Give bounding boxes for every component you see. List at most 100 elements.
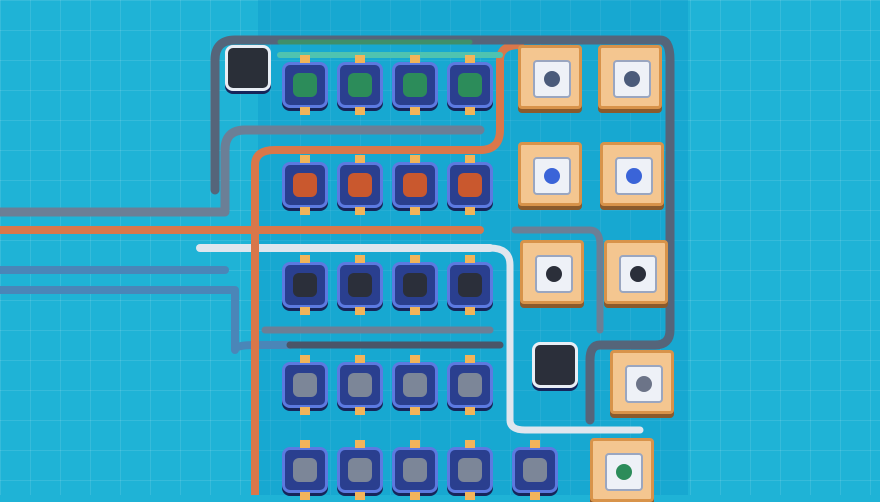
- machine-port-bottom: [410, 107, 420, 115]
- assembler-machine[interactable]: [520, 240, 584, 304]
- conveyor-belt-gray-input[interactable]: [0, 125, 485, 217]
- production-machine[interactable]: [282, 55, 328, 115]
- production-machine[interactable]: [337, 155, 383, 215]
- machine-port-bottom: [355, 407, 365, 415]
- machine-port-bottom: [355, 307, 365, 315]
- machine-port-top: [300, 440, 310, 448]
- assembler-machine[interactable]: [600, 142, 664, 206]
- conveyor-belt-gray-right[interactable]: [511, 226, 604, 334]
- production-machine[interactable]: [337, 55, 383, 115]
- copper-ingot-icon: [458, 173, 482, 197]
- ring-coil-icon: [546, 266, 562, 282]
- ring-coil-icon: [403, 273, 427, 297]
- machine-port-bottom: [410, 207, 420, 215]
- frame-icon: [624, 71, 640, 87]
- production-machine[interactable]: [447, 255, 493, 315]
- production-machine[interactable]: [447, 355, 493, 415]
- machine-port-top: [410, 440, 420, 448]
- production-machine[interactable]: [337, 355, 383, 415]
- ring-coil-icon: [293, 273, 317, 297]
- assembler-machine[interactable]: [598, 45, 662, 109]
- production-machine[interactable]: [447, 155, 493, 215]
- assembler-chamber: [619, 255, 657, 293]
- machine-port-bottom: [410, 407, 420, 415]
- machine-port-top: [300, 155, 310, 163]
- conveyor-belt-white-loop[interactable]: [486, 244, 644, 434]
- machine-port-top: [355, 355, 365, 363]
- gray-plate-icon: [348, 373, 372, 397]
- machine-port-bottom: [300, 407, 310, 415]
- machine-port-bottom: [465, 207, 475, 215]
- production-machine[interactable]: [337, 255, 383, 315]
- production-machine[interactable]: [392, 440, 438, 500]
- copper-ingot-icon: [403, 173, 427, 197]
- copper-ingot-icon: [348, 173, 372, 197]
- assembler-chamber: [535, 255, 573, 293]
- production-machine[interactable]: [447, 55, 493, 115]
- gray-plate-icon: [293, 373, 317, 397]
- production-machine[interactable]: [282, 440, 328, 500]
- machine-port-bottom: [355, 107, 365, 115]
- assembler-machine[interactable]: [610, 350, 674, 414]
- machine-port-top: [410, 355, 420, 363]
- assembler-machine[interactable]: [604, 240, 668, 304]
- assembler-machine[interactable]: [518, 45, 582, 109]
- storage-depot[interactable]: [225, 45, 271, 91]
- machine-port-bottom: [300, 307, 310, 315]
- production-machine[interactable]: [282, 155, 328, 215]
- conveyor-belt-dark-loop[interactable]: [210, 35, 675, 425]
- machine-port-bottom: [410, 307, 420, 315]
- green-block-icon: [403, 73, 427, 97]
- production-machine[interactable]: [392, 55, 438, 115]
- machine-port-top: [355, 255, 365, 263]
- assembler-machine[interactable]: [518, 142, 582, 206]
- blue-tube-icon: [626, 168, 642, 184]
- machine-port-top: [465, 155, 475, 163]
- machine-port-top: [300, 55, 310, 63]
- copper-ingot-icon: [293, 173, 317, 197]
- ring-coil-icon: [348, 273, 372, 297]
- gray-plate-icon: [403, 373, 427, 397]
- production-machine[interactable]: [512, 440, 558, 500]
- conveyor-belt-blue-input-2[interactable]: [0, 286, 294, 354]
- machine-port-bottom: [410, 492, 420, 500]
- production-machine[interactable]: [392, 155, 438, 215]
- production-machine[interactable]: [447, 440, 493, 500]
- production-machine[interactable]: [392, 255, 438, 315]
- machine-port-bottom: [465, 107, 475, 115]
- machine-port-bottom: [355, 492, 365, 500]
- ring-coil-icon: [458, 273, 482, 297]
- machine-port-top: [465, 255, 475, 263]
- production-machine[interactable]: [392, 355, 438, 415]
- machine-port-top: [465, 55, 475, 63]
- assembler-machine[interactable]: [590, 438, 654, 502]
- machine-port-top: [355, 55, 365, 63]
- gray-plate-icon: [458, 458, 482, 482]
- assembler-chamber: [615, 157, 653, 195]
- machine-port-top: [300, 255, 310, 263]
- machine-port-bottom: [300, 492, 310, 500]
- machine-port-top: [410, 155, 420, 163]
- circuit-icon: [616, 464, 632, 480]
- assembler-chamber: [613, 60, 651, 98]
- conveyor-belt-orange-trunk[interactable]: [251, 41, 524, 495]
- gray-plate-icon: [523, 458, 547, 482]
- machine-port-bottom: [300, 207, 310, 215]
- machine-port-top: [465, 440, 475, 448]
- blue-tube-icon: [544, 168, 560, 184]
- machine-port-top: [410, 55, 420, 63]
- machine-port-bottom: [530, 492, 540, 500]
- machine-port-top: [465, 355, 475, 363]
- gray-plate-icon: [293, 458, 317, 482]
- robot-arm-station[interactable]: [532, 342, 578, 388]
- production-machine[interactable]: [282, 355, 328, 415]
- production-machine[interactable]: [282, 255, 328, 315]
- gray-plate-icon: [348, 458, 372, 482]
- machine-port-bottom: [300, 107, 310, 115]
- machine-port-bottom: [355, 207, 365, 215]
- gray-plate-icon: [403, 458, 427, 482]
- machine-port-top: [355, 155, 365, 163]
- machine-port-bottom: [465, 492, 475, 500]
- production-machine[interactable]: [337, 440, 383, 500]
